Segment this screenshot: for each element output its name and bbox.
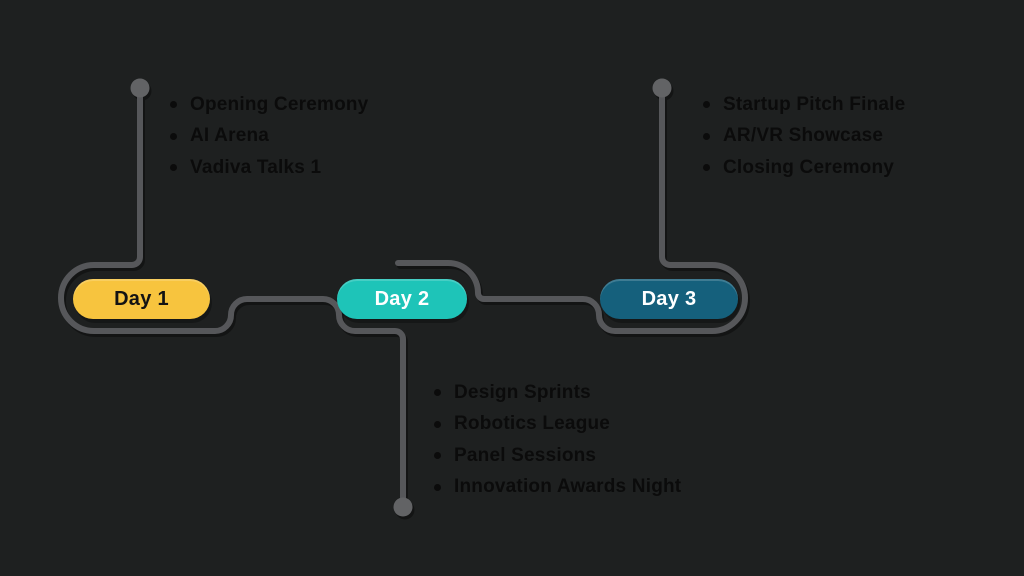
event-label: Design Sprints xyxy=(454,381,591,403)
bullet-icon xyxy=(170,164,177,172)
day2-pill-label: Day 2 xyxy=(374,287,430,310)
event-label: Robotics League xyxy=(454,413,611,435)
day3-endpoint-dot xyxy=(652,78,672,98)
event-label: Panel Sessions xyxy=(454,444,597,466)
list-item: Startup Pitch Finale xyxy=(703,89,905,121)
connector-path-day1 xyxy=(58,92,406,501)
bullet-icon xyxy=(703,164,710,172)
bullet-icon xyxy=(434,483,441,491)
list-item: Robotics League xyxy=(434,409,681,441)
day2-pill: Day 2 xyxy=(337,279,467,319)
event-label: Startup Pitch Finale xyxy=(723,93,906,115)
list-item: Design Sprints xyxy=(434,377,681,409)
list-item: Vadiva Talks 1 xyxy=(170,152,368,184)
event-label: Vadiva Talks 1 xyxy=(190,156,322,178)
list-item: Closing Ceremony xyxy=(703,152,905,184)
day2-endpoint-dot xyxy=(393,497,413,517)
connector-path-day2-day3 xyxy=(395,92,748,334)
day2-event-list: Design Sprints Robotics League Panel Ses… xyxy=(434,377,681,503)
bullet-icon xyxy=(434,389,441,397)
list-item: AI Arena xyxy=(170,121,368,153)
day1-pill: Day 1 xyxy=(73,279,210,319)
bullet-icon xyxy=(434,420,441,428)
bullet-icon xyxy=(170,101,177,109)
bullet-icon xyxy=(170,132,177,140)
bullet-icon xyxy=(434,452,441,460)
event-label: AR/VR Showcase xyxy=(723,125,884,147)
day1-endpoint-dot xyxy=(130,78,150,98)
event-label: AI Arena xyxy=(190,125,270,147)
list-item: Opening Ceremony xyxy=(170,89,368,121)
event-label: Closing Ceremony xyxy=(723,156,895,178)
day3-pill: Day 3 xyxy=(600,279,738,319)
day3-event-list: Startup Pitch Finale AR/VR Showcase Clos… xyxy=(703,89,905,184)
day1-event-list: Opening Ceremony AI Arena Vadiva Talks 1 xyxy=(170,89,368,184)
list-item: Innovation Awards Night xyxy=(434,472,681,504)
event-label: Opening Ceremony xyxy=(190,93,369,115)
list-item: AR/VR Showcase xyxy=(703,121,905,153)
day3-pill-label: Day 3 xyxy=(641,287,697,310)
bullet-icon xyxy=(703,132,710,140)
list-item: Panel Sessions xyxy=(434,440,681,472)
day1-pill-label: Day 1 xyxy=(114,287,169,310)
event-label: Innovation Awards Night xyxy=(454,476,682,498)
bullet-icon xyxy=(703,101,710,109)
